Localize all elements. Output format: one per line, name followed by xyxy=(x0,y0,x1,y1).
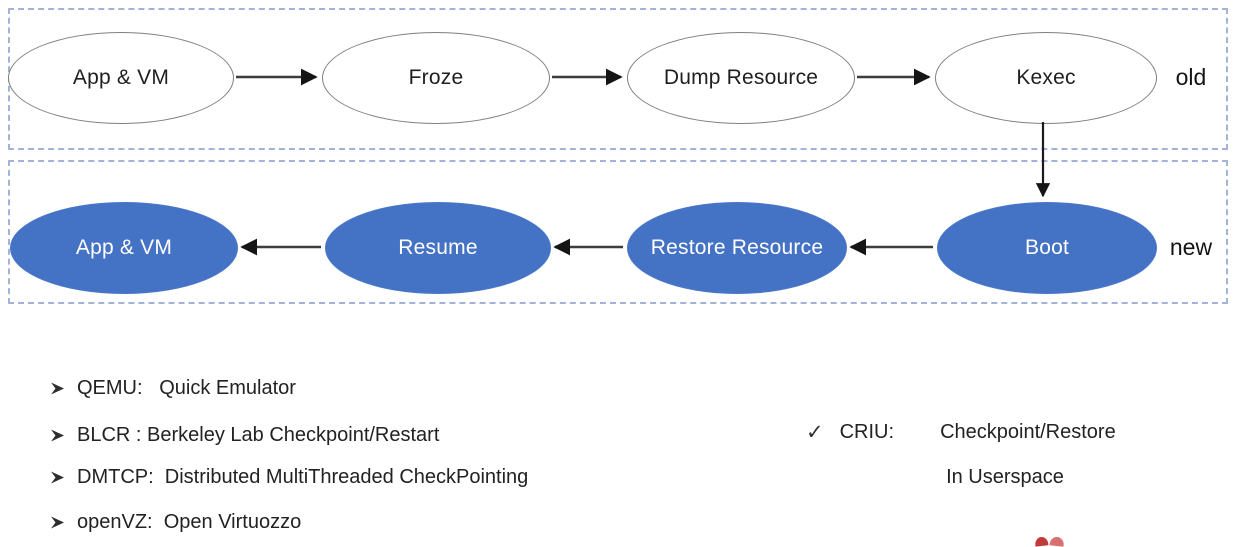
new-flow-box xyxy=(8,160,1228,304)
criu-description: Checkpoint/Restore In Userspace xyxy=(940,410,1116,500)
glossary-item-dmtcp: DMTCP: Distributed MultiThreaded CheckPo… xyxy=(50,463,528,491)
criu-desc-line1: Checkpoint/Restore xyxy=(940,421,1116,443)
node-label: Resume xyxy=(398,236,478,259)
glossary-item-openvz: openVZ: Open Virtuozzo xyxy=(50,508,301,536)
glossary-text: DMTCP: Distributed MultiThreaded CheckPo… xyxy=(77,465,529,488)
node-label: Boot xyxy=(1025,236,1069,259)
node-label: Froze xyxy=(408,66,464,89)
node-old-kexec: Kexec xyxy=(935,32,1157,124)
arrowhead-bullet-icon xyxy=(51,516,64,528)
node-old-app-vm: App & VM xyxy=(8,32,234,124)
node-label: Dump Resource xyxy=(663,66,819,89)
node-label: App & VM xyxy=(72,66,170,89)
node-new-resume: Resume xyxy=(325,202,551,294)
glossary-text: QEMU: Quick Emulator xyxy=(77,376,296,399)
node-new-boot: Boot xyxy=(937,202,1157,294)
glossary-text: BLCR : Berkeley Lab Checkpoint/Restart xyxy=(77,423,440,446)
arrowhead-bullet-icon xyxy=(51,471,64,483)
node-label: App & VM xyxy=(75,236,173,259)
node-new-app-vm: App & VM xyxy=(10,202,238,294)
new-row-label: new xyxy=(1169,234,1213,260)
glossary-item-blcr: BLCR : Berkeley Lab Checkpoint/Restart xyxy=(50,421,439,449)
node-label: Kexec xyxy=(1016,66,1076,89)
node-old-froze: Froze xyxy=(322,32,550,124)
old-row-label: old xyxy=(1175,64,1207,90)
glossary-item-qemu: QEMU: Quick Emulator xyxy=(50,374,296,402)
glossary-text: openVZ: Open Virtuozzo xyxy=(77,510,302,533)
criu-definition: ✓ CRIU: Checkpoint/Restore In Userspace xyxy=(806,410,1116,500)
check-icon: ✓ xyxy=(806,421,824,444)
node-new-restore-resource: Restore Resource xyxy=(627,202,847,294)
arrowhead-bullet-icon xyxy=(51,429,64,441)
node-old-dump-resource: Dump Resource xyxy=(627,32,855,124)
criu-desc-line2: In Userspace xyxy=(946,466,1064,488)
node-label: Restore Resource xyxy=(650,236,824,259)
criu-term: CRIU: xyxy=(839,421,895,443)
arrowhead-bullet-icon xyxy=(51,382,64,394)
